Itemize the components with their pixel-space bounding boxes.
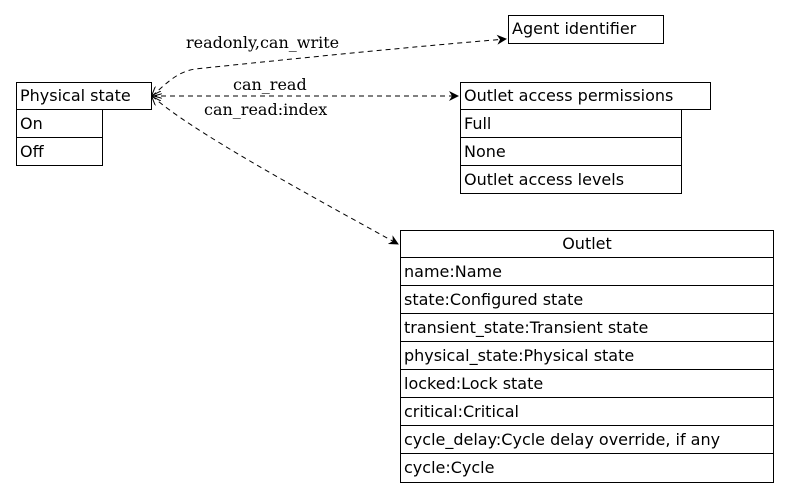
field-cycle: cycle:Cycle <box>404 458 495 477</box>
node-title-agent-identifier: Agent identifier <box>512 19 637 38</box>
field-critical: critical:Critical <box>401 398 773 426</box>
enum-value-none: None <box>461 138 681 166</box>
edge-can-read-index <box>152 96 398 244</box>
field-state: state:Configured state <box>401 286 773 314</box>
node-outlet: Outlet name:Name state:Configured state … <box>400 230 774 483</box>
field-physical-state: physical_state:Physical state <box>401 342 773 370</box>
node-title-physical-state: Physical state <box>20 86 131 105</box>
enum-value-off: Off <box>20 142 44 161</box>
edge-label-readonly-can-write: readonly,can_write <box>186 33 339 52</box>
node-physical-state: Physical state <box>16 82 152 110</box>
node-physical-state-values: On Off <box>16 109 103 166</box>
enum-value-full: Full <box>461 110 681 138</box>
node-agent-identifier: Agent identifier <box>508 15 664 44</box>
edge-readonly-can-write <box>152 39 506 96</box>
edge-label-can-read-index: can_read:index <box>204 100 327 119</box>
field-transient-state: transient_state:Transient state <box>401 314 773 342</box>
field-locked: locked:Lock state <box>401 370 773 398</box>
edge-label-can-read: can_read <box>233 75 307 94</box>
node-outlet-access-permissions: Outlet access permissions <box>460 82 711 110</box>
field-name: name:Name <box>401 258 773 286</box>
node-outlet-access-permissions-values: Full None Outlet access levels <box>460 109 682 194</box>
field-cycle-delay: cycle_delay:Cycle delay override, if any <box>401 426 773 454</box>
node-title-outlet: Outlet <box>401 231 773 258</box>
enum-value-on: On <box>17 110 102 138</box>
enum-value-outlet-access-levels: Outlet access levels <box>464 170 625 189</box>
node-title-outlet-access-permissions: Outlet access permissions <box>464 86 674 105</box>
